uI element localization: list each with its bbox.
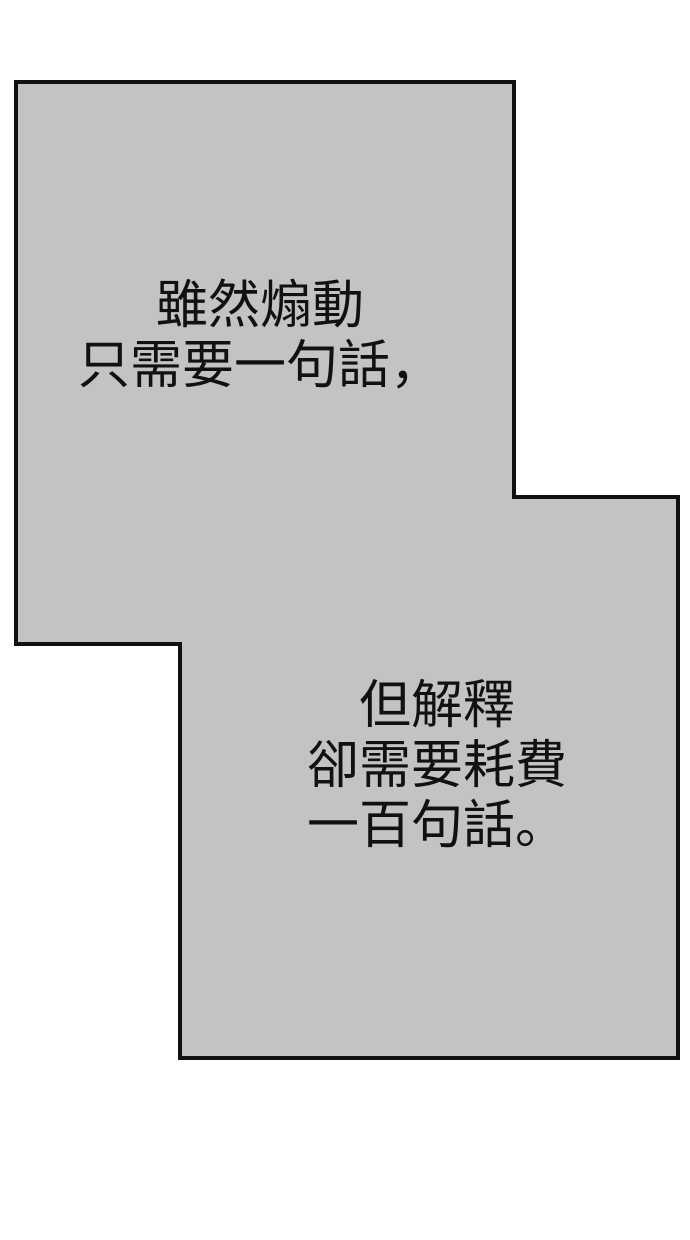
narration-text-top: 雖然煽動 只需要一句話， bbox=[40, 276, 480, 396]
caption-line: 一百句話。 bbox=[306, 796, 567, 856]
caption-line: 卻需要耗費 bbox=[306, 736, 567, 796]
caption-line: 但解釋 bbox=[358, 676, 515, 736]
caption-line: 只需要一句話， bbox=[77, 336, 442, 396]
caption-line: 雖然煽動 bbox=[155, 276, 364, 336]
narration-text-bottom: 但解釋 卻需要耗費 一百句話。 bbox=[262, 676, 612, 856]
